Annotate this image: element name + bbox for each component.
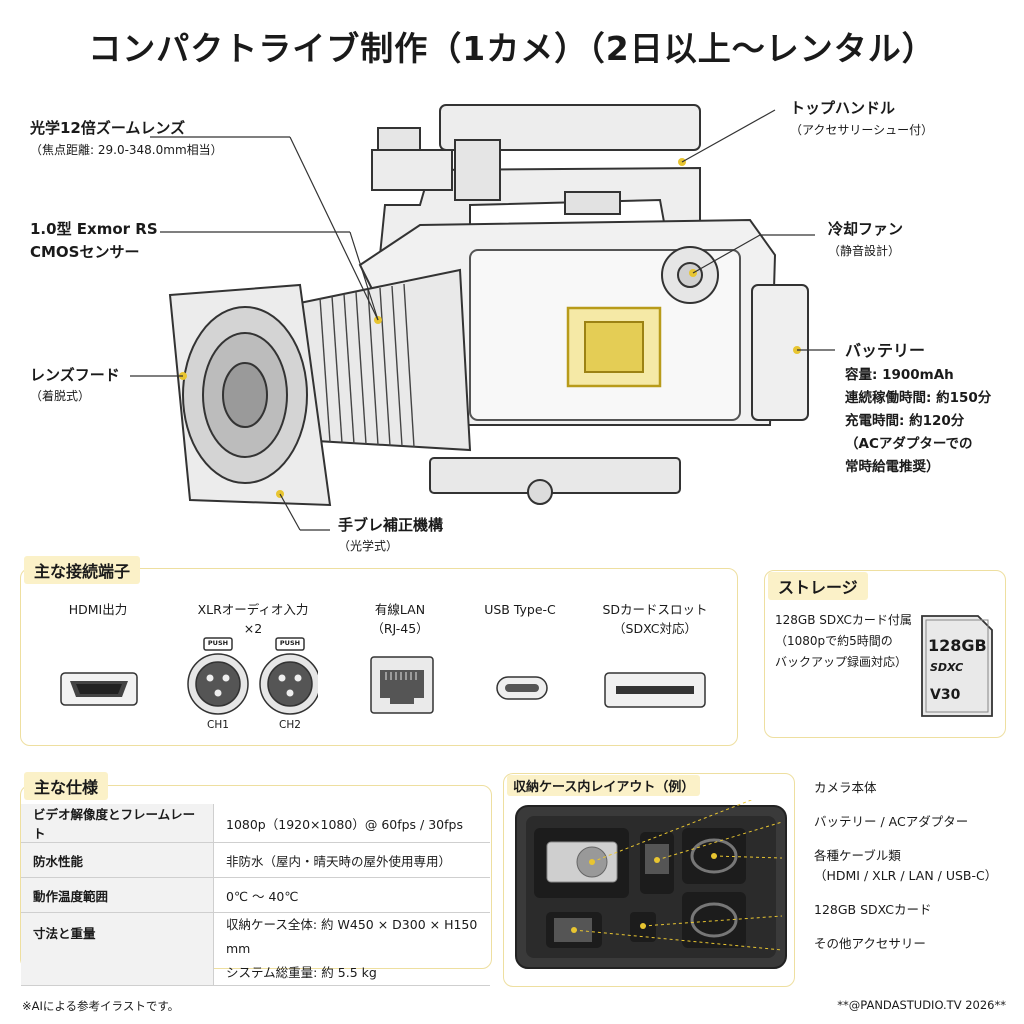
storage-line-3: バックアップ録画対応） (775, 655, 908, 669)
callout-hood-title: レンズフード (30, 366, 120, 384)
callout-zoom-lens-sub: （焦点距離: 29.0-348.0mm相当） (30, 143, 223, 157)
xlr-ch1-label: CH1 (207, 719, 229, 731)
sd-card-icon (921, 615, 993, 717)
hdmi-port-icon (60, 672, 138, 706)
storage-heading: ストレージ (768, 572, 868, 600)
callout-top-handle-sub: （アクセサリーシュー付） (790, 123, 934, 137)
case-item-cables-detail: （HDMI / XLR / LAN / USB-C） (814, 868, 998, 883)
port-hdmi-line1: HDMI出力 (68, 602, 128, 617)
spec-key: 動作温度範囲 (21, 877, 214, 913)
footer-credit: **@PANDASTUDIO.TV 2026** (837, 998, 1006, 1012)
spec-value-multi: 収納ケース全体: 約 W450 × D300 × H150 mm システム総重量… (213, 912, 490, 986)
footer-disclaimer: ※AIによる参考イラストです。 (22, 999, 180, 1013)
sd-card-logo: SDXC (930, 661, 964, 674)
callout-sensor-line1: 1.0型 Exmor RS (30, 220, 158, 238)
port-xlr-label: XLRオーディオ入力 ×2 (178, 600, 328, 638)
port-lan-line1: 有線LAN (374, 602, 426, 617)
case-item-sdcard: 128GB SDXCカード (814, 902, 932, 917)
case-heading: 収納ケース内レイアウト（例） (507, 775, 701, 796)
battery-spec-charge: 充電時間: 約120分 (845, 413, 965, 429)
xlr-ch2-label: CH2 (279, 719, 301, 731)
callout-fan-sub: （静音設計） (828, 244, 901, 258)
port-sd-line2: （SDXC対応） (613, 621, 697, 636)
spec-value-line2: システム総重量: 約 5.5 kg (226, 965, 377, 980)
xlr-ports-icon (187, 637, 318, 715)
spec-row: 寸法と重量 収納ケース全体: 約 W450 × D300 × H150 mm シ… (21, 912, 490, 986)
spec-table: ビデオ解像度とフレームレート 1080p（1920×1080）@ 60fps /… (21, 804, 490, 986)
battery-spec-runtime: 連続稼働時間: 約150分 (845, 390, 992, 406)
case-legend: カメラ本体 バッテリー / ACアダプター 各種ケーブル類 （HDMI / XL… (814, 778, 997, 954)
battery-spec-note2: 常時給電推奨） (845, 459, 940, 475)
page-title: コンパクトライブ制作（1カメ）（2日以上〜レンタル） (88, 29, 936, 68)
spec-key: ビデオ解像度とフレームレート (21, 804, 214, 843)
port-xlr-line2: ×2 (243, 621, 263, 636)
usbc-port-icon (496, 676, 548, 700)
spec-value-line1: 収納ケース全体: 約 W450 × D300 × H150 mm (226, 917, 478, 956)
callout-sensor-line2: CMOSセンサー (30, 243, 140, 261)
spec-key: 防水性能 (21, 842, 214, 878)
spec-row: ビデオ解像度とフレームレート 1080p（1920×1080）@ 60fps /… (21, 804, 490, 843)
spec-row: 動作温度範囲 0℃ 〜 40℃ (21, 877, 490, 913)
callout-top-handle-title: トップハンドル (790, 99, 896, 117)
callout-zoom-lens-title: 光学12倍ズームレンズ (30, 119, 186, 137)
spec-value: 1080p（1920×1080）@ 60fps / 30fps (213, 804, 490, 843)
sd-card-capacity: 128GB (928, 636, 987, 655)
battery-spec-capacity: 容量: 1900mAh (845, 367, 954, 383)
specs-heading: 主な仕様 (24, 772, 109, 800)
battery-spec-note1: （ACアダプターでの (845, 436, 973, 452)
spec-row: 防水性能 非防水（屋内・晴天時の屋外使用専用） (21, 842, 490, 878)
spec-value: 0℃ 〜 40℃ (213, 877, 490, 913)
camera-illustration (130, 104, 835, 531)
xlr-push-label-1: PUSH (207, 639, 229, 647)
port-hdmi-label: HDMI出力 (38, 600, 158, 619)
port-lan-line2: （RJ-45） (371, 621, 429, 636)
lan-port-icon (370, 656, 434, 714)
port-sd-line1: SDカードスロット (602, 602, 708, 617)
sd-card-class: V30 (930, 687, 961, 703)
case-item-accessories: その他アクセサリー (814, 936, 926, 951)
callout-stabilizer-title: 手ブレ補正機構 (338, 516, 444, 534)
callout-fan-title: 冷却ファン (828, 220, 904, 238)
storage-description: 128GB SDXCカード付属 （1080pで約5時間の バックアップ録画対応） (775, 610, 912, 673)
case-item-cables: 各種ケーブル類 (814, 848, 901, 863)
sd-slot-icon (604, 672, 706, 708)
callout-battery-title: バッテリー (845, 341, 926, 360)
port-usbc-label: USB Type-C (465, 600, 575, 619)
callout-hood-sub: （着脱式） (30, 389, 91, 403)
storage-line-1: 128GB SDXCカード付属 (775, 613, 912, 627)
spec-key: 寸法と重量 (21, 912, 214, 986)
port-lan-label: 有線LAN （RJ-45） (345, 600, 455, 638)
spec-value: 非防水（屋内・晴天時の屋外使用専用） (213, 842, 490, 878)
case-item-battery: バッテリー / ACアダプター (814, 814, 969, 829)
battery-spec-list: 容量: 1900mAh 連続稼働時間: 約150分 充電時間: 約120分 （A… (845, 364, 991, 479)
ports-heading: 主な接続端子 (24, 556, 141, 584)
port-sd-label: SDカードスロット （SDXC対応） (585, 600, 725, 638)
port-usbc-line1: USB Type-C (484, 602, 556, 617)
port-xlr-line1: XLRオーディオ入力 (197, 602, 309, 617)
case-item-camera: カメラ本体 (814, 780, 877, 795)
case-illustration (515, 800, 787, 969)
callout-stabilizer-sub: （光学式） (338, 539, 399, 553)
xlr-push-label-2: PUSH (279, 639, 301, 647)
storage-line-2: （1080pで約5時間の (775, 634, 893, 648)
